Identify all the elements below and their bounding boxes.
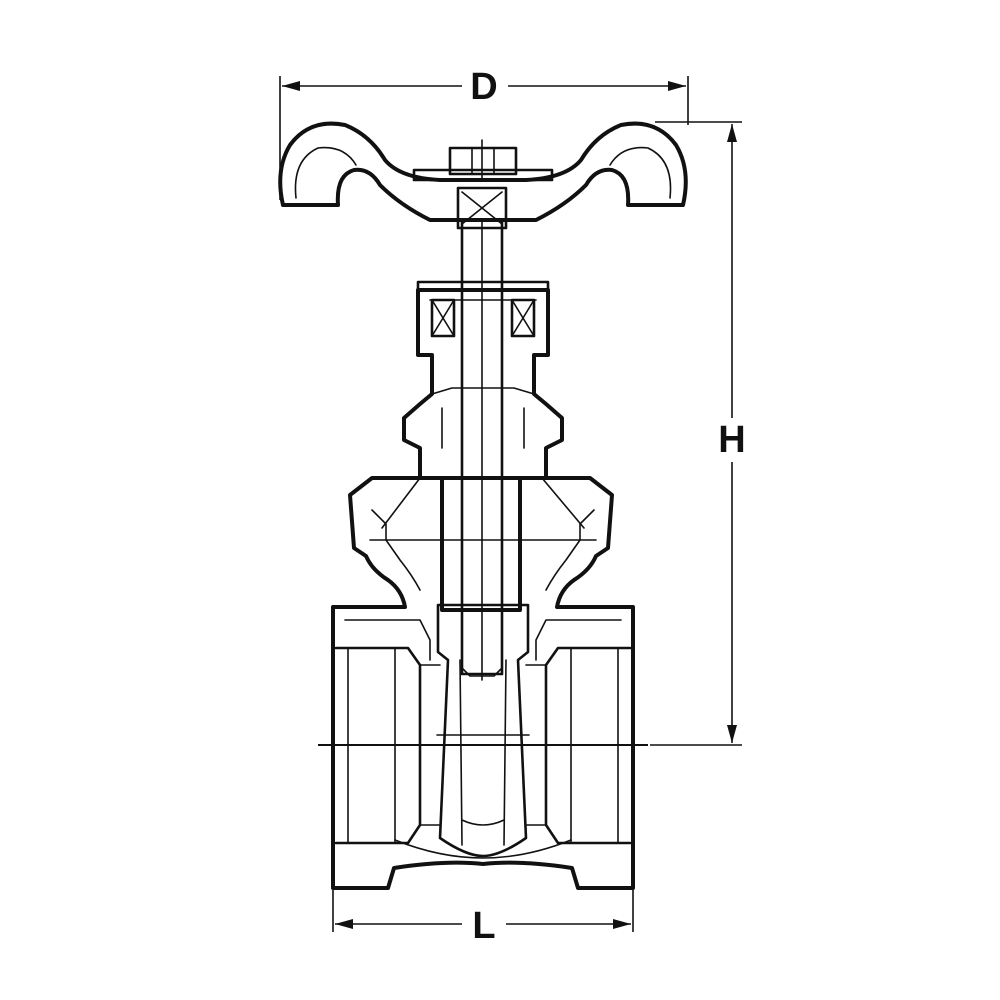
handwheel <box>278 121 688 230</box>
dimension-h-label: H <box>718 419 745 461</box>
packing-right <box>510 298 536 338</box>
dimension-d-label: D <box>470 66 497 108</box>
dimension-l-label: L <box>472 905 495 947</box>
dimension-h: H <box>650 121 746 746</box>
packing-left <box>430 298 456 338</box>
gate-wedge <box>436 603 530 858</box>
dimension-d: D <box>279 66 689 200</box>
valve-body <box>331 446 635 890</box>
dimension-l: L <box>332 890 634 947</box>
handwheel-nut <box>412 146 554 182</box>
bonnet <box>402 280 564 480</box>
